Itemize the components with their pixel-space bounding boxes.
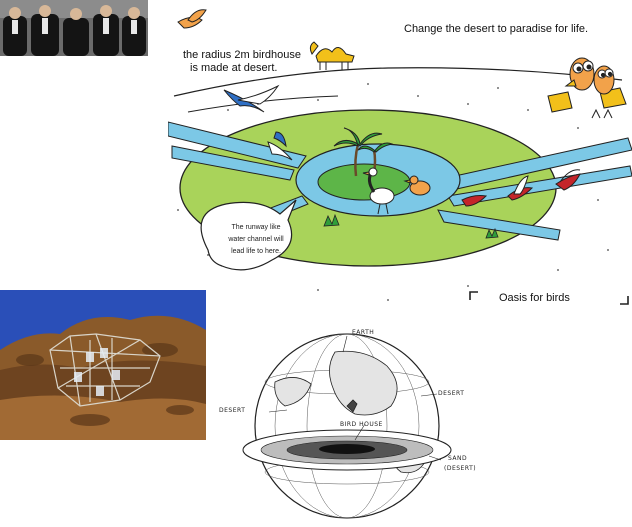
blue-bird-icon-2 xyxy=(267,131,293,161)
birdhouse-caption-line2: is made at desert. xyxy=(190,62,278,74)
globe-label-sand: SAND xyxy=(448,455,468,462)
speech-bubble-line1: The runway like xyxy=(231,224,281,231)
oasis-sketch-drawing xyxy=(167,9,632,305)
birdhouse-caption-line1: the radius 2m birdhouse xyxy=(183,49,302,61)
globe-label-desert-left: DESERT xyxy=(219,407,246,414)
white-bird-icon xyxy=(362,167,395,215)
globe-label-sand-desert: (DESERT) xyxy=(444,465,477,472)
globe-label-bird-house: BIRD HOUSE xyxy=(340,421,383,428)
sand-disc xyxy=(242,429,452,471)
birdhouse-structure xyxy=(49,333,161,407)
earth-globe-drawing xyxy=(242,333,452,519)
blue-bird-icon xyxy=(223,84,280,113)
yellow-bird-pair-icon xyxy=(547,57,627,119)
corner-bracket-right xyxy=(620,296,629,305)
corner-bracket-left xyxy=(469,291,478,300)
speech-bubble-line2: water channel will xyxy=(228,236,284,243)
red-bird-icon-3 xyxy=(461,195,488,207)
globe-label-earth: EARTH xyxy=(352,329,375,336)
oasis-sketch xyxy=(167,0,632,312)
globe-label-desert-right: DESERT xyxy=(438,390,465,397)
red-bird-icon xyxy=(555,169,581,191)
oasis-caption: Oasis for birds xyxy=(499,292,570,304)
camel-icon xyxy=(309,41,355,70)
sketch-title: Change the desert to paradise for life. xyxy=(404,23,589,35)
speech-bubble-line3: lead life to here. xyxy=(231,248,281,255)
speech-bubble xyxy=(200,199,297,271)
team-photo xyxy=(0,0,148,56)
earth-globe-diagram xyxy=(215,322,475,522)
orange-duck-icon xyxy=(403,175,431,196)
orange-bird-icon xyxy=(177,9,207,29)
speech-bubble-text: The runway like water channel will lead … xyxy=(210,222,302,258)
cliff-photo xyxy=(0,290,206,440)
team-photo-image xyxy=(0,0,148,56)
island xyxy=(317,163,411,201)
red-bird-icon-2 xyxy=(507,175,534,201)
cliff-photo-image xyxy=(0,290,206,440)
